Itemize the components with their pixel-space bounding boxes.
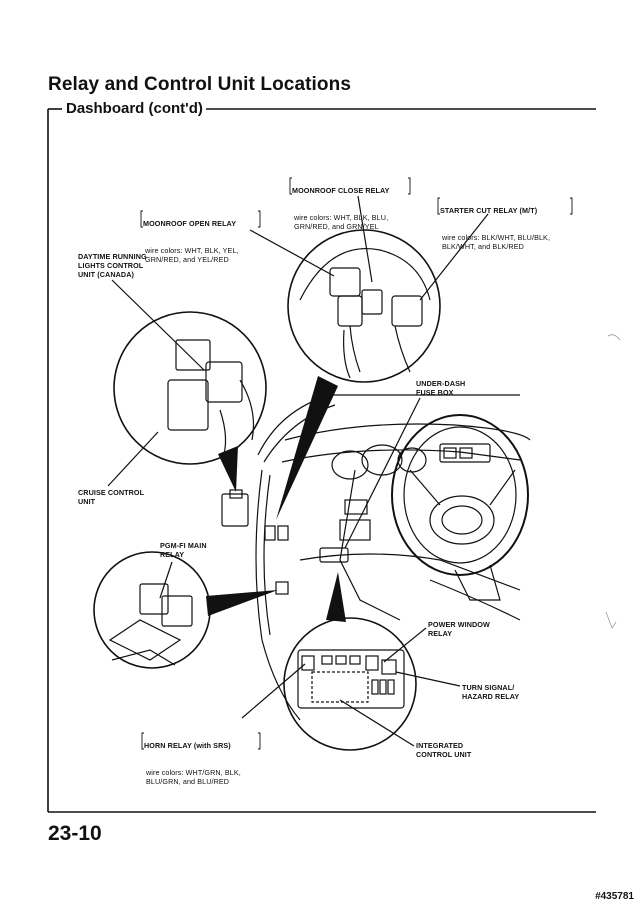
cruise-control-unit-label: CRUISE CONTROL UNIT [78, 488, 145, 506]
under-dash-fuse-box [319, 547, 349, 563]
pointer-pgmfi [206, 590, 278, 616]
detail-circle-drl [113, 311, 267, 465]
hazard-panel [439, 443, 491, 463]
starter-cut-relay-label: STARTER CUT RELAY (M/T) wire colors: BLK… [440, 188, 550, 260]
integrated-control-unit-label: INTEGRATED CONTROL UNIT [416, 741, 472, 759]
pointer-drl [218, 446, 238, 492]
horn-relay-name: HORN RELAY (with SRS) [144, 741, 231, 750]
catalog-number: #435781 [595, 891, 634, 902]
steering-wheel-inner [403, 426, 517, 564]
pgmfi-location [275, 581, 289, 595]
leader-icu [339, 699, 415, 747]
page-number: 23-10 [48, 822, 102, 845]
turn-signal-hazard-relay-label: TURN SIGNAL/ HAZARD RELAY [462, 683, 520, 701]
leader-pgmfi [159, 561, 173, 599]
moonroof-open-relay-name: MOONROOF OPEN RELAY [143, 219, 237, 228]
door-edge [255, 469, 301, 721]
pgmfi-main-relay-label: PGM-FI MAIN RELAY [160, 541, 207, 559]
leader-horn [241, 663, 306, 719]
horn-relay-wires: wire colors: WHT/GRN, BLK, BLU/GRN, and … [146, 768, 241, 786]
moonroof-close-relay-wires: wire colors: WHT, BLK, BLU, GRN/RED, and… [294, 213, 389, 231]
pointer-moonroof [276, 376, 338, 520]
detail-circle-moonroof [287, 229, 441, 383]
moonroof-open-relay-label: MOONROOF OPEN RELAY wire colors: WHT, BL… [143, 201, 239, 273]
detail-circle-fusebox [283, 617, 417, 751]
steering-wheel-outer [391, 414, 529, 576]
horn-relay-label: HORN RELAY (with SRS) wire colors: WHT/G… [144, 723, 241, 795]
under-dash-fuse-box-label: UNDER-DASH FUSE BOX [416, 379, 466, 397]
leader-power-window [383, 627, 427, 663]
steering-column [454, 564, 501, 601]
leader-starter-cut [419, 213, 489, 301]
starter-cut-relay-name: STARTER CUT RELAY (M/T) [440, 206, 538, 215]
leader-moonroof-close [357, 195, 373, 283]
dash-top [284, 423, 531, 441]
fusebox-panel [297, 649, 405, 709]
moonroof-open-relay-wires: wire colors: WHT, BLK, YEL, GRN/RED, and… [145, 246, 239, 264]
leader-under-dash [344, 397, 421, 549]
moonroof-close-relay-label: MOONROOF CLOSE RELAY wire colors: WHT, B… [292, 168, 390, 240]
pointer-fusebox [326, 572, 346, 622]
drl-control-unit-label: DAYTIME RUNNING LIGHTS CONTROL UNIT (CAN… [78, 252, 147, 279]
gauge-left [331, 450, 369, 480]
door-edge-2 [263, 474, 271, 636]
steering-hub [429, 495, 495, 545]
page-title: Relay and Control Unit Locations [48, 74, 351, 95]
leader-drl [111, 279, 205, 371]
section-subtitle: Dashboard (cont'd) [66, 100, 203, 117]
console [339, 469, 401, 621]
dash-lower [299, 553, 521, 591]
cruise-unit-body [221, 493, 249, 527]
leader-moonroof-open [249, 229, 335, 277]
starter-cut-relay-wires: wire colors: BLK/WHT, BLU/BLK, BLK/WHT, … [442, 233, 551, 251]
leader-turn-signal [395, 671, 461, 687]
power-window-relay-label: POWER WINDOW RELAY [428, 620, 490, 638]
moonroof-close-relay-name: MOONROOF CLOSE RELAY [292, 186, 390, 195]
leader-cruise [107, 431, 159, 487]
